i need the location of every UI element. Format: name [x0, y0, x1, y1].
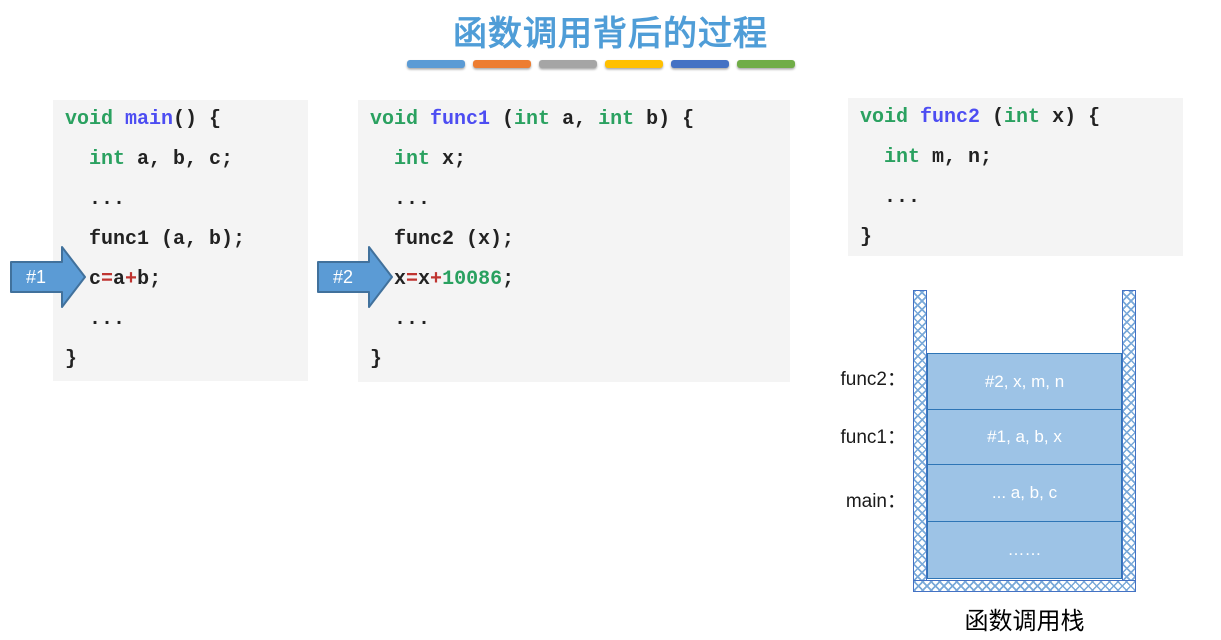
- code-panel-main: void main() { int a, b, c; ... func1 (a,…: [53, 100, 308, 381]
- code-line: }: [370, 348, 383, 371]
- right-arrow-icon: [10, 246, 86, 308]
- stack-label-func1: func1：: [840, 427, 906, 448]
- step-arrow-2: #2: [317, 246, 393, 308]
- stack-frame-more: ……: [927, 520, 1122, 579]
- code-line: }: [860, 226, 873, 249]
- divider-bar-green: [737, 60, 795, 68]
- step-arrow-1: #1: [10, 246, 86, 308]
- divider-bar-yellow: [605, 60, 663, 68]
- arrow-1-label: #1: [25, 266, 47, 287]
- code-line: ...: [370, 188, 431, 211]
- code-line: c=a+b;: [89, 268, 162, 291]
- code-panel-func2: void func2 (int x) { int m, n; ...}: [848, 98, 1183, 256]
- title-divider-bars: [407, 60, 795, 68]
- code-line: ...: [370, 308, 431, 331]
- stack-frame-main: ... a, b, c: [927, 464, 1122, 522]
- code-line: func2 (x);: [370, 228, 515, 251]
- stack-frame-func2: #2, x, m, n: [927, 353, 1122, 410]
- divider-bar-darkblue: [671, 60, 729, 68]
- code-line: func1 (a, b);: [65, 228, 246, 251]
- divider-bar-blue: [407, 60, 465, 68]
- code-line: void func1 (int a, int b) {: [370, 108, 695, 131]
- stack-label-func2: func2：: [840, 369, 906, 390]
- code-line: x=x+10086;: [394, 268, 515, 291]
- stack-label-main: main：: [845, 491, 906, 512]
- code-line: int x;: [394, 148, 467, 171]
- right-arrow-icon: [317, 246, 393, 308]
- code-line: ...: [65, 188, 126, 211]
- code-panel-func1: void func1 (int a, int b) { int x; ... f…: [358, 100, 790, 382]
- code-line: int a, b, c;: [89, 148, 234, 171]
- arrow-2-label: #2: [332, 266, 354, 287]
- code-line: void main() {: [65, 108, 222, 131]
- stack-caption: 函数调用栈: [964, 609, 1085, 635]
- code-line: int m, n;: [884, 146, 993, 169]
- code-line: }: [65, 348, 78, 371]
- divider-bar-gray: [539, 60, 597, 68]
- stack-bottom-wall: [913, 580, 1136, 592]
- stack-left-wall: [913, 290, 927, 592]
- code-line: void func2 (int x) {: [860, 106, 1101, 129]
- code-line: ...: [65, 308, 126, 331]
- stack-right-wall: [1122, 290, 1136, 592]
- code-line: ...: [860, 186, 921, 209]
- stack-frame-func1: #1, a, b, x: [927, 408, 1122, 466]
- slide-title: 函数调用背后的过程: [453, 16, 768, 53]
- divider-bar-orange: [473, 60, 531, 68]
